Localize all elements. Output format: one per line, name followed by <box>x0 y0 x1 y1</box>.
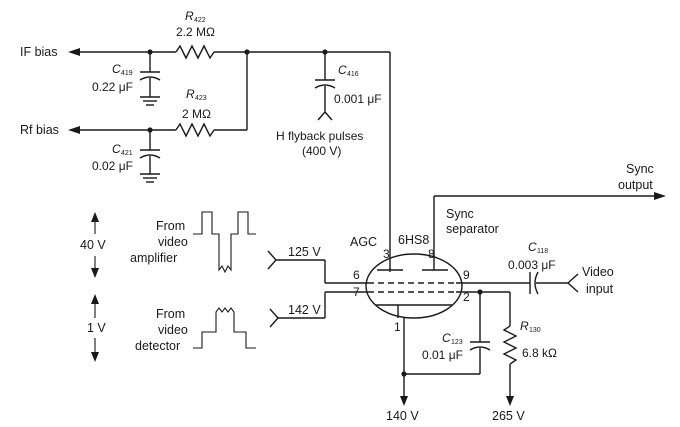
video-detector-waveform <box>193 307 256 349</box>
sync-separator-label-2: separator <box>446 222 499 236</box>
v40-label: 40 V <box>80 238 106 252</box>
svg-text:C: C <box>442 331 451 345</box>
amplitude-1v-arrow <box>91 294 99 362</box>
rf-bias-line <box>68 122 247 138</box>
pin-1: 1 <box>394 320 401 334</box>
sync-separator-label-1: Sync <box>446 207 474 221</box>
v265-label: 265 V <box>492 409 525 423</box>
tube-label: 6HS8 <box>398 233 429 247</box>
svg-text:422: 422 <box>194 17 206 24</box>
video-input-label-1: Video <box>582 265 614 279</box>
sync-output-label-1: Sync <box>626 162 654 176</box>
amplitude-40v-arrow <box>91 212 99 278</box>
pin-8: 8 <box>428 247 435 261</box>
r422-label: R 422 <box>185 9 206 24</box>
svg-text:C: C <box>528 240 537 254</box>
pin-6: 6 <box>353 268 360 282</box>
svg-text:118: 118 <box>537 248 548 255</box>
svg-text:421: 421 <box>121 150 133 157</box>
from-amp-label-3: amplifier <box>130 251 177 265</box>
from-amp-label-1: From <box>156 219 185 233</box>
c118-capacitor <box>529 271 539 295</box>
if-bias-label: IF bias <box>20 45 58 59</box>
svg-text:123: 123 <box>451 339 463 346</box>
pin-9: 9 <box>463 268 470 282</box>
tube-6hs8 <box>365 253 463 319</box>
svg-text:C: C <box>112 62 121 76</box>
r130-label: R 130 <box>520 319 541 334</box>
r130-value: 6.8 kΩ <box>522 346 557 360</box>
c416-label: C 416 <box>338 63 359 78</box>
rf-bias-label: Rf bias <box>20 123 59 137</box>
v142-label: 142 V <box>288 303 321 317</box>
c118-value: 0.003 μF <box>508 258 556 272</box>
c416-capacitor <box>314 52 336 121</box>
svg-text:423: 423 <box>195 95 207 102</box>
v140-label: 140 V <box>386 409 419 423</box>
c419-value: 0.22 μF <box>92 80 133 94</box>
r423-label: R 423 <box>186 87 207 102</box>
svg-text:419: 419 <box>121 70 133 77</box>
svg-text:R: R <box>520 319 529 333</box>
c419-capacitor <box>139 52 161 106</box>
c419-label: C 419 <box>112 62 133 77</box>
c421-value: 0.02 μF <box>92 159 133 173</box>
svg-text:C: C <box>338 63 347 77</box>
from-det-label-2: video <box>158 323 188 337</box>
sync-output-label-2: output <box>618 178 653 192</box>
r423-value: 2 MΩ <box>182 107 211 121</box>
from-det-label-3: detector <box>135 339 180 353</box>
c416-value: 0.001 μF <box>334 92 382 106</box>
c123-label: C 123 <box>442 331 463 346</box>
svg-text:C: C <box>112 142 121 156</box>
agc-label: AGC <box>350 235 377 249</box>
v1-label: 1 V <box>87 321 106 335</box>
c421-label: C 421 <box>112 142 133 157</box>
svg-text:130: 130 <box>529 327 541 334</box>
c123-value: 0.01 μF <box>422 348 463 362</box>
v125-label: 125 V <box>288 245 321 259</box>
r130-resistor <box>502 292 518 406</box>
video-amplifier-waveform <box>193 211 256 274</box>
if-bias-line <box>68 44 390 60</box>
r422-value: 2.2 MΩ <box>176 25 215 39</box>
pin-2: 2 <box>463 290 470 304</box>
flyback-label-1: H flyback pulses <box>276 129 363 143</box>
from-amp-label-2: video <box>158 235 188 249</box>
c118-label: C 118 <box>528 240 548 255</box>
from-det-label-1: From <box>156 307 185 321</box>
svg-text:R: R <box>186 87 195 101</box>
pin-3: 3 <box>383 247 390 261</box>
c123-capacitor <box>469 292 491 374</box>
video-input-label-2: input <box>586 282 614 296</box>
svg-text:416: 416 <box>347 71 359 78</box>
svg-text:R: R <box>185 9 194 23</box>
flyback-label-2: (400 V) <box>302 144 341 158</box>
c421-capacitor <box>139 130 161 183</box>
